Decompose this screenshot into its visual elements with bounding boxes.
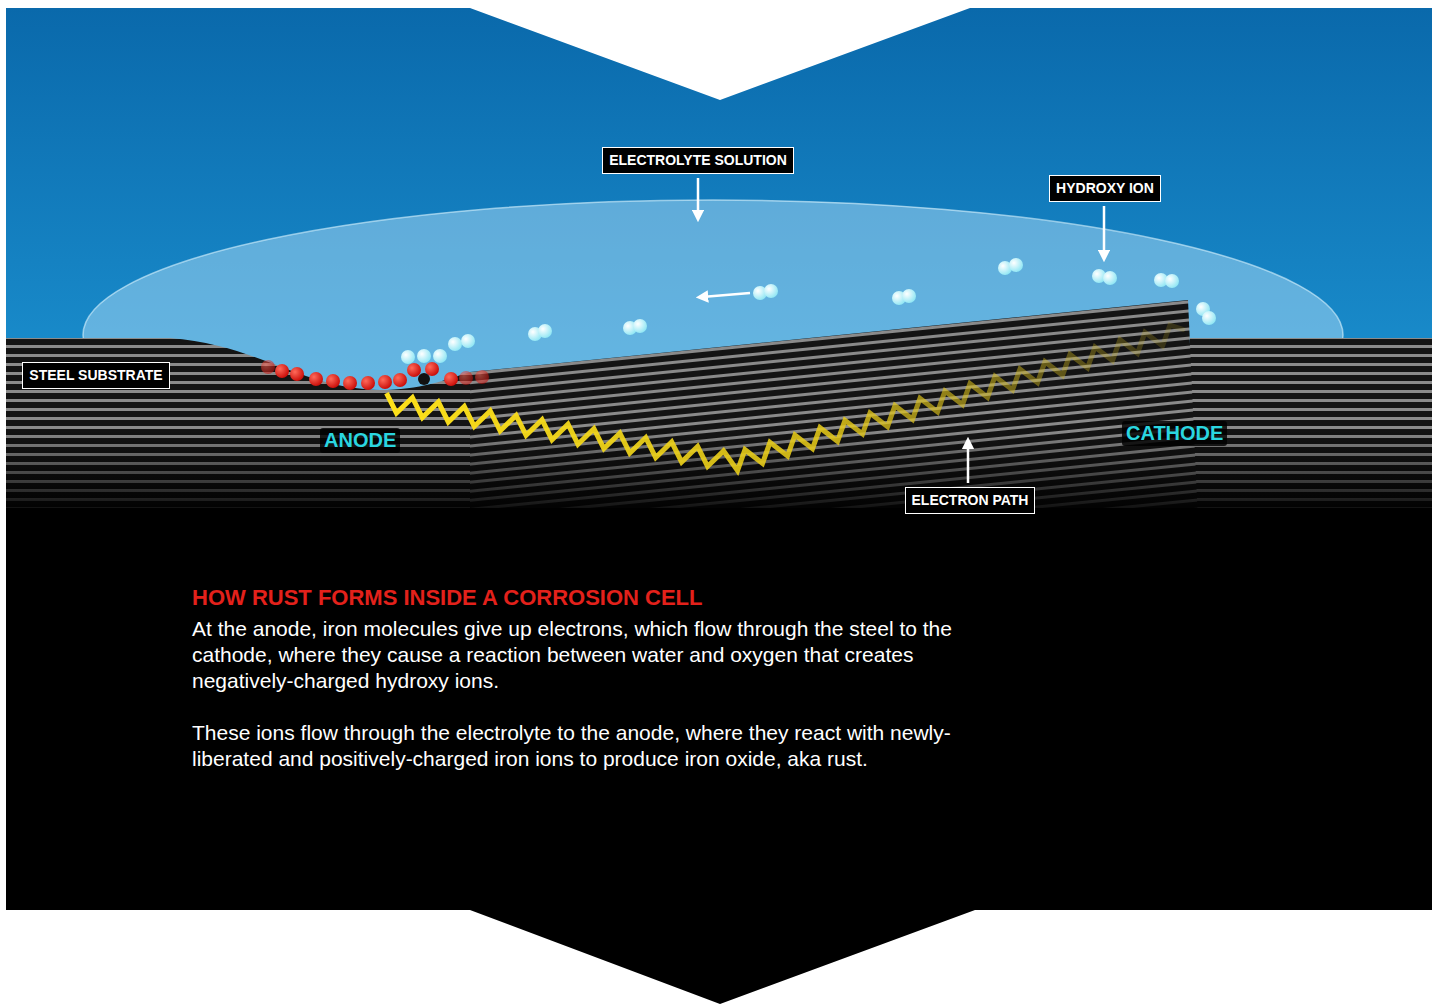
leader-arrow [1103, 206, 1106, 256]
electron-path [387, 325, 1185, 471]
hydroxy-ion [417, 349, 431, 363]
iron-ion [475, 370, 489, 384]
iron-ion [407, 363, 421, 377]
iron-ion [261, 360, 275, 374]
hydroxy-ion [902, 289, 916, 303]
iron-ion [393, 373, 407, 387]
iron-ion [290, 367, 304, 381]
callout-box: HYDROXY ION [1049, 175, 1161, 202]
body-paragraph: These ions flow through the electrolyte … [192, 720, 962, 772]
hydroxy-ion [1165, 274, 1179, 288]
leader-arrow [702, 293, 750, 297]
iron-ion [444, 372, 458, 386]
iron-ion [378, 375, 392, 389]
diagram-title: HOW RUST FORMS INSIDE A CORROSION CELL [192, 584, 962, 612]
caption-block: HOW RUST FORMS INSIDE A CORROSION CELL At… [192, 584, 962, 798]
iron-ion [275, 364, 289, 378]
iron-ion [459, 371, 473, 385]
callout-text: STEEL SUBSTRATE [29, 367, 162, 383]
hydroxy-ion [764, 284, 778, 298]
callout-box: ELECTRON PATH [905, 487, 1036, 514]
part-label: ANODE [320, 428, 400, 453]
iron-ion [361, 376, 375, 390]
body-paragraph: At the anode, iron molecules give up ele… [192, 616, 962, 694]
callout-text: HYDROXY ION [1056, 180, 1154, 196]
hydroxy-ion [1202, 311, 1216, 325]
hydroxy-ion [461, 334, 475, 348]
leader-arrow [697, 178, 700, 216]
text-panel [6, 508, 1432, 1004]
iron-ion [343, 376, 357, 390]
part-label: CATHODE [1122, 421, 1227, 446]
iron-ion [326, 374, 340, 388]
hydroxy-ion [1009, 258, 1023, 272]
hydroxy-ion [401, 350, 415, 364]
hydroxy-ion [433, 349, 447, 363]
hydroxy-ion [538, 324, 552, 338]
callout-text: ELECTRON PATH [912, 492, 1029, 508]
callout-text: ELECTROLYTE SOLUTION [609, 152, 787, 168]
iron-ion [309, 372, 323, 386]
oxide-dot [418, 373, 430, 385]
leader-arrow [967, 443, 970, 483]
hydroxy-ion [633, 319, 647, 333]
callout-box: ELECTROLYTE SOLUTION [602, 147, 794, 174]
hydroxy-ion [448, 337, 462, 351]
hydroxy-ion [1103, 271, 1117, 285]
callout-box: STEEL SUBSTRATE [22, 362, 169, 389]
